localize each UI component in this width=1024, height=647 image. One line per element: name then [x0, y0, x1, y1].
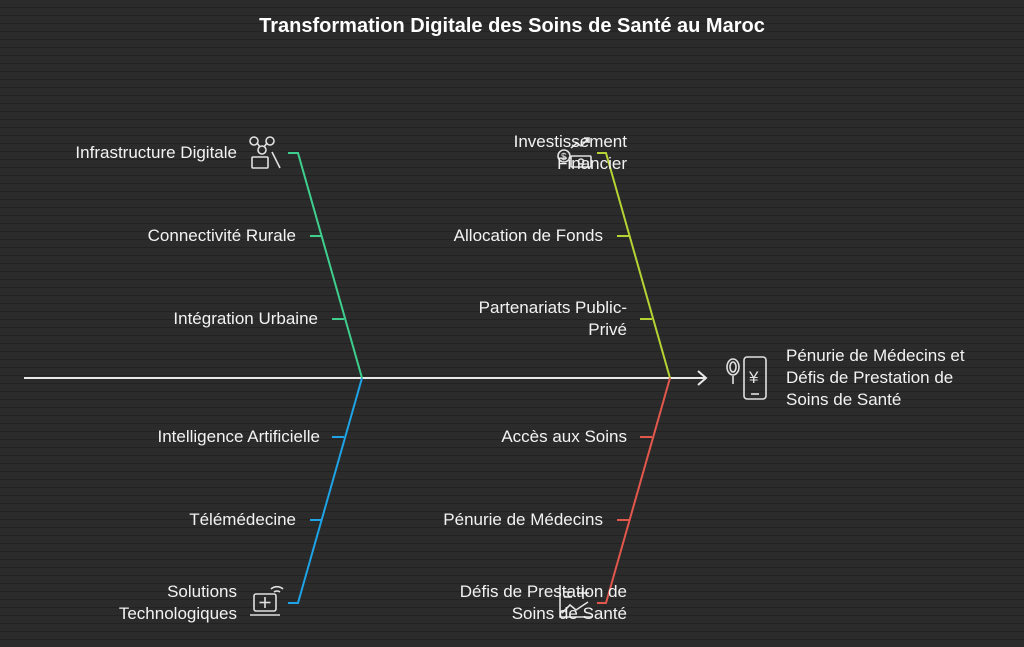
category-label-investissement-line-1: Investissement [513, 132, 627, 151]
cause-label-acces: Accès aux Soins [501, 427, 627, 446]
cause-label-integration: Intégration Urbaine [173, 309, 318, 328]
effect-label-line-2: Défis de Prestation de [786, 368, 954, 387]
category-label-investissement-line-2: Financier [557, 154, 627, 173]
cause-label-allocation: Allocation de Fonds [453, 226, 603, 245]
effect-label-line-1: Pénurie de Médecins et [786, 346, 965, 365]
branch-line-solutions [288, 377, 363, 604]
category-label-solutions-line-1: Solutions [167, 582, 237, 601]
effect-label-line-3: Soins de Santé [786, 390, 902, 409]
branch-line-defis [597, 377, 671, 604]
mobile-health-icon: ¥ [726, 356, 767, 400]
branch-line-infrastructure [288, 152, 363, 379]
cause-label-telemedecine: Télémédecine [189, 510, 296, 529]
category-label-defis-line-1: Défis de Prestation de [459, 582, 627, 601]
branch-defis [597, 377, 671, 604]
category-label-defis-line-2: Soins de Santé [511, 604, 627, 623]
cause-label-ia: Intelligence Artificielle [157, 427, 320, 446]
category-label-infrastructure: Infrastructure Digitale [75, 143, 237, 162]
effect-label: Pénurie de Médecins et Défis de Prestati… [786, 345, 965, 411]
health-chart-icon [559, 585, 592, 618]
spine-arrowhead [697, 370, 708, 386]
cause-label-partenariats: Partenariats Public- Privé [479, 297, 627, 341]
category-label-solutions-line-2: Technologiques [118, 604, 237, 623]
svg-text:$: $ [561, 152, 567, 163]
category-label-defis: Défis de Prestation de Soins de Santé [460, 581, 627, 625]
branch-line-investissement [597, 152, 671, 379]
cause-label-partenariats-line-1: Partenariats Public- [478, 298, 627, 317]
money-growth-icon: $ [557, 137, 592, 168]
branch-investissement [597, 152, 671, 379]
branch-solutions [288, 377, 363, 604]
cause-label-penurie: Pénurie de Médecins [443, 510, 603, 529]
network-connectivity-icon [249, 136, 281, 169]
telehealth-laptop-icon [250, 585, 284, 616]
cause-label-connectivite: Connectivité Rurale [147, 226, 296, 245]
svg-text:¥: ¥ [748, 368, 759, 387]
diagram-title: Transformation Digitale des Soins de San… [259, 15, 765, 37]
cause-label-partenariats-line-2: Privé [588, 320, 627, 339]
category-label-investissement: Investissement Financier [514, 131, 627, 175]
category-label-solutions: Solutions Technologiques [119, 581, 237, 625]
branch-infrastructure [288, 152, 363, 379]
